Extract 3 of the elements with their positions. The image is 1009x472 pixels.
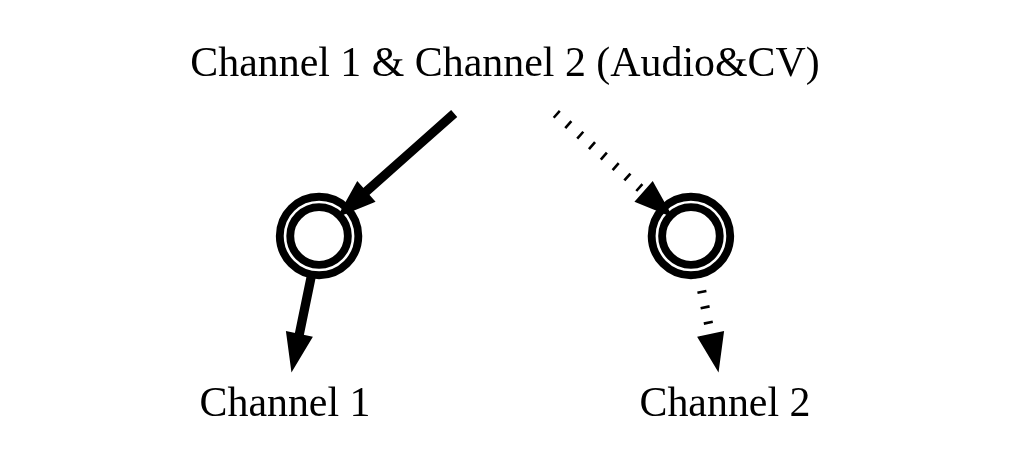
node-text: Channel 1 bbox=[199, 379, 371, 426]
node-text: Channel 2 bbox=[638, 379, 810, 426]
node-text: Channel 1 & Channel 2 (Audio&CV) bbox=[189, 38, 820, 85]
